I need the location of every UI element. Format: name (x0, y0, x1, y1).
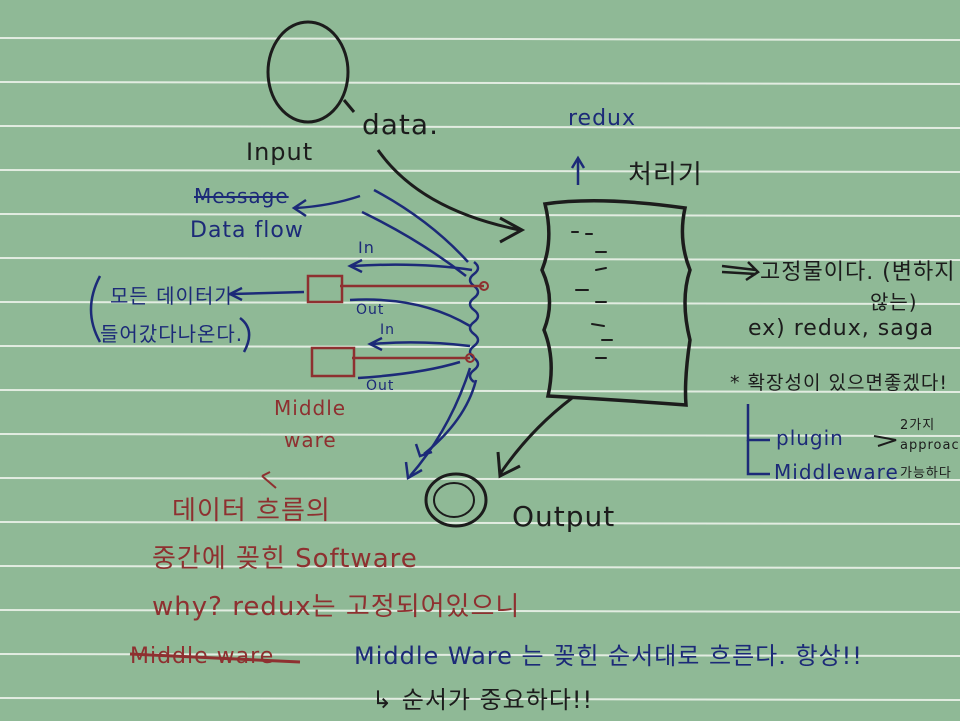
data-flow-arrow (295, 194, 361, 210)
input-tick (342, 99, 356, 113)
desc-line1: 데이터 흐름의 (172, 496, 331, 526)
middleware-box-1 (306, 274, 344, 304)
output-circle-outer (424, 472, 488, 528)
ruled-lines (0, 37, 960, 701)
two-approaches-2: approach (900, 438, 960, 453)
all-data-line1: 모든 데이터가 (110, 284, 234, 308)
middleware-red-pointer (261, 471, 277, 489)
all-data-left-paren (89, 275, 102, 343)
data-arrowhead (499, 216, 526, 244)
desc-line3: why? redux는 고정되어있으니 (152, 592, 521, 622)
output-circle-inner (433, 482, 475, 518)
crossed-word: Message (194, 184, 289, 208)
example-note: ex) redux, saga (748, 316, 935, 341)
fixed-arrow (721, 261, 760, 282)
flow-line-1 (373, 188, 469, 263)
middleware-branch (746, 440, 770, 476)
fixed-note-cont: 않는) (870, 290, 918, 314)
middleware-branch-label: Middleware (774, 460, 899, 484)
middleware-coil (468, 261, 480, 383)
all-data-right-paren (239, 317, 251, 353)
output-label: Output (512, 500, 616, 533)
two-approaches-1: 2가지 (900, 418, 936, 433)
all-data-line2: 들어갔다나온다. (100, 322, 244, 346)
all-data-arrow (231, 290, 305, 296)
out-label-1: Out (356, 302, 385, 318)
processor-dashes (571, 231, 613, 359)
in-arrow-1 (351, 263, 473, 272)
data-flow-arrowhead (291, 198, 307, 218)
plugin-label: plugin (776, 426, 844, 450)
input-circle (266, 20, 350, 124)
processor-box (540, 199, 692, 407)
extension-note: * 확장성이 있으면좋겠다! (730, 372, 948, 394)
rule-line1: Middle Ware 는 꽂힌 순서대로 흐른다. 항상!! (354, 642, 863, 670)
in-arrowhead-1 (347, 258, 363, 274)
flow-down-arrowhead-2 (414, 443, 433, 458)
middleware-red-line1: Middle (274, 396, 347, 420)
approach-arrow (873, 435, 897, 447)
processor-label: 처리기 (628, 160, 703, 190)
redux-top-label: redux (568, 106, 637, 131)
desc-line2: 중간에 꽂힌 Software (152, 544, 418, 574)
flow-down-arrowhead-1 (404, 461, 423, 481)
out-label-2: Out (366, 378, 395, 394)
flow-down-2 (423, 379, 478, 455)
redux-up-arrowhead (570, 155, 586, 169)
all-data-arrowhead (227, 286, 243, 302)
in-arrowhead-2 (367, 336, 383, 352)
in-label-1: In (358, 238, 375, 257)
processor-output-arrowhead (496, 451, 521, 479)
flow-down-1 (409, 367, 472, 477)
middleware-box-2 (310, 346, 356, 378)
crossed-bottom-strike (129, 652, 301, 664)
middleware-dot-2 (465, 353, 475, 363)
data-flow-label: Data flow (190, 218, 304, 243)
data-arrow (376, 149, 521, 232)
in-label-2: In (380, 322, 396, 338)
processor-output-arrow (498, 396, 573, 475)
middleware-dot-1 (479, 281, 489, 291)
fixed-note: 고정물이다. (변하지 (760, 260, 956, 285)
out-arrow-2 (357, 360, 461, 380)
two-approaches-3: 가능하다 (900, 466, 952, 481)
input-label: Input (246, 138, 314, 166)
rule-line2: ↳ 순서가 중요하다!! (372, 686, 594, 714)
data-label: data. (362, 108, 439, 141)
middleware-red-line2: ware (284, 428, 337, 452)
out-arrow-1 (349, 298, 471, 328)
crossed-bottom: Middle ware (130, 644, 275, 669)
in-arrow-2 (371, 341, 471, 348)
